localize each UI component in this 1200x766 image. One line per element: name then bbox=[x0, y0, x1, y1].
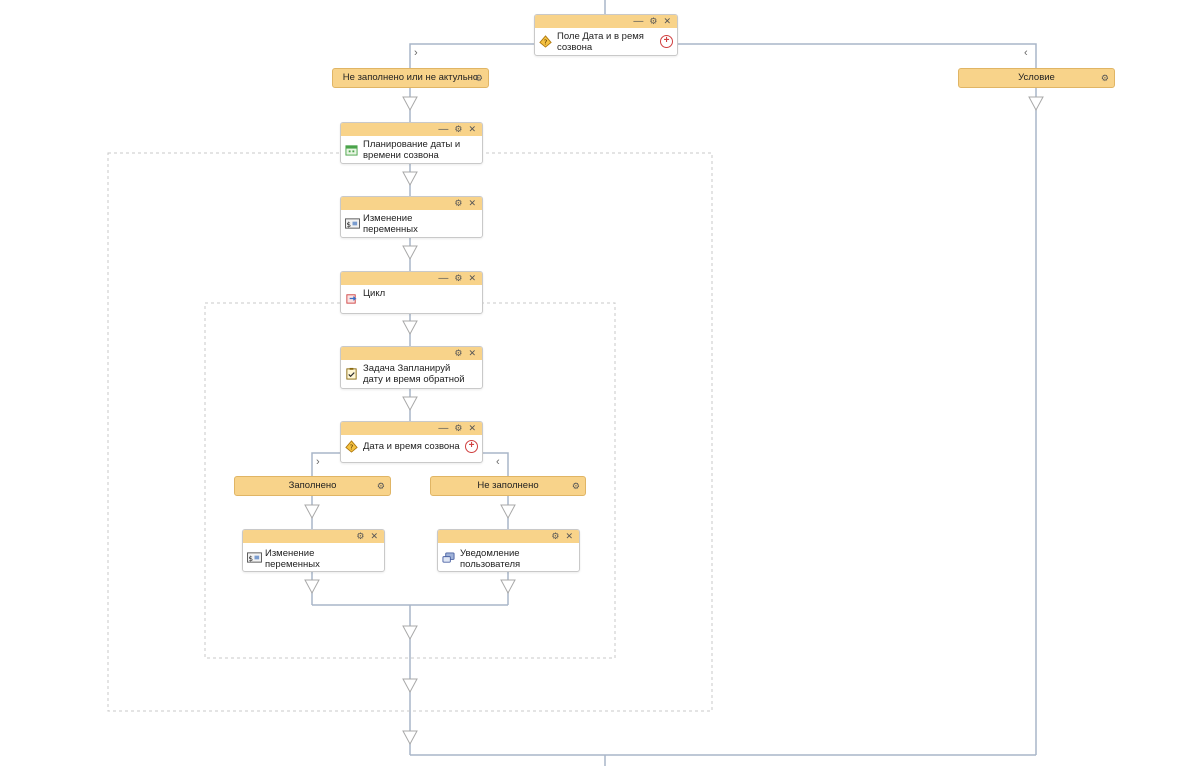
gear-icon[interactable]: ⚙ bbox=[649, 16, 658, 26]
block-header: — ⚙ ✕ bbox=[341, 123, 482, 136]
block-label: Поле Дата и в ремя созвона bbox=[557, 31, 644, 53]
branch-filled[interactable]: Заполнено ⚙ bbox=[234, 476, 391, 496]
gear-icon[interactable]: ⚙ bbox=[454, 273, 463, 283]
close-icon[interactable]: ✕ bbox=[370, 531, 378, 541]
branch-not-filled-or-actual[interactable]: Не заполнено или не актульно ⚙ bbox=[332, 68, 489, 88]
block-label: Задача Запланируй дату и время обратной … bbox=[363, 363, 465, 388]
close-icon[interactable]: ✕ bbox=[468, 273, 476, 283]
svg-text:$: $ bbox=[346, 220, 351, 229]
minimize-icon[interactable]: — bbox=[438, 423, 449, 434]
gear-icon[interactable]: ⚙ bbox=[356, 531, 365, 541]
chevron-left-icon[interactable]: ‹ bbox=[496, 456, 500, 468]
loop-block[interactable]: — ⚙ ✕ Цикл bbox=[340, 271, 483, 314]
change-variables-block-2[interactable]: ⚙ ✕ $ Изменение переменных bbox=[242, 529, 385, 572]
gear-icon[interactable]: ⚙ bbox=[454, 423, 463, 433]
gear-icon[interactable]: ⚙ bbox=[1100, 73, 1109, 83]
block-label: Дата и время созвона bbox=[363, 441, 460, 452]
branch-label: Не заполнено или не актульно bbox=[342, 72, 479, 83]
minimize-icon[interactable]: — bbox=[438, 273, 449, 284]
gear-icon[interactable]: ⚙ bbox=[454, 198, 463, 208]
close-icon[interactable]: ✕ bbox=[468, 423, 476, 433]
block-header: ⚙ ✕ bbox=[341, 197, 482, 210]
svg-text:$: $ bbox=[248, 554, 253, 563]
block-header: — ⚙ ✕ bbox=[341, 272, 482, 285]
block-header: ⚙ ✕ bbox=[438, 530, 579, 543]
block-header: ⚙ ✕ bbox=[243, 530, 384, 543]
branch-not-filled[interactable]: Не заполнено ⚙ bbox=[430, 476, 586, 496]
close-icon[interactable]: ✕ bbox=[468, 348, 476, 358]
block-header: — ⚙ ✕ bbox=[535, 15, 677, 28]
gear-icon[interactable]: ⚙ bbox=[474, 73, 483, 83]
notification-icon bbox=[442, 552, 455, 563]
block-label: Изменение переменных bbox=[363, 213, 418, 235]
gear-icon[interactable]: ⚙ bbox=[376, 481, 385, 491]
condition-icon: ? bbox=[345, 440, 358, 453]
user-notification-block[interactable]: ⚙ ✕ Уведомление пользователя bbox=[437, 529, 580, 572]
gear-icon[interactable]: ⚙ bbox=[551, 531, 560, 541]
block-header: ⚙ ✕ bbox=[341, 347, 482, 360]
block-label: Уведомление пользователя bbox=[460, 548, 521, 570]
change-variables-block[interactable]: ⚙ ✕ $ Изменение переменных bbox=[340, 196, 483, 238]
task-icon bbox=[346, 367, 357, 380]
branch-label: Заполнено bbox=[288, 480, 337, 491]
gear-icon[interactable]: ⚙ bbox=[454, 348, 463, 358]
condition-icon: ? bbox=[539, 35, 552, 48]
add-branch-icon[interactable]: + bbox=[465, 440, 478, 453]
inner-condition-block[interactable]: — ⚙ ✕ ? Дата и время созвона + bbox=[340, 421, 483, 463]
task-block[interactable]: ⚙ ✕ Задача Запланируй дату и время обрат… bbox=[340, 346, 483, 389]
branch-condition[interactable]: Условие ⚙ bbox=[958, 68, 1115, 88]
add-branch-icon[interactable]: + bbox=[660, 35, 673, 48]
close-icon[interactable]: ✕ bbox=[663, 16, 671, 26]
branch-label: Не заполнено bbox=[477, 480, 539, 491]
planning-block[interactable]: — ⚙ ✕ Планирование даты и времени созвон… bbox=[340, 122, 483, 164]
minimize-icon[interactable]: — bbox=[633, 16, 644, 27]
block-header: — ⚙ ✕ bbox=[341, 422, 482, 435]
loop-icon bbox=[346, 294, 357, 304]
variables-icon: $ bbox=[345, 218, 360, 229]
chevron-left-icon[interactable]: ‹ bbox=[1024, 47, 1028, 59]
svg-text:?: ? bbox=[350, 442, 354, 451]
close-icon[interactable]: ✕ bbox=[468, 198, 476, 208]
chevron-right-icon[interactable]: › bbox=[414, 47, 418, 59]
branch-label: Условие bbox=[1018, 72, 1055, 83]
gear-icon[interactable]: ⚙ bbox=[454, 124, 463, 134]
root-condition-block[interactable]: — ⚙ ✕ ? Поле Дата и в ремя созвона + bbox=[534, 14, 678, 56]
minimize-icon[interactable]: — bbox=[438, 124, 449, 135]
block-label: Планирование даты и времени созвона bbox=[363, 139, 461, 161]
block-label: Изменение переменных bbox=[265, 548, 320, 570]
block-label: Цикл bbox=[363, 288, 386, 299]
variables-icon: $ bbox=[247, 552, 262, 563]
chevron-right-icon[interactable]: › bbox=[316, 456, 320, 468]
gear-icon[interactable]: ⚙ bbox=[571, 481, 580, 491]
close-icon[interactable]: ✕ bbox=[468, 124, 476, 134]
close-icon[interactable]: ✕ bbox=[565, 531, 573, 541]
calendar-icon bbox=[345, 145, 358, 156]
svg-text:?: ? bbox=[544, 37, 548, 46]
